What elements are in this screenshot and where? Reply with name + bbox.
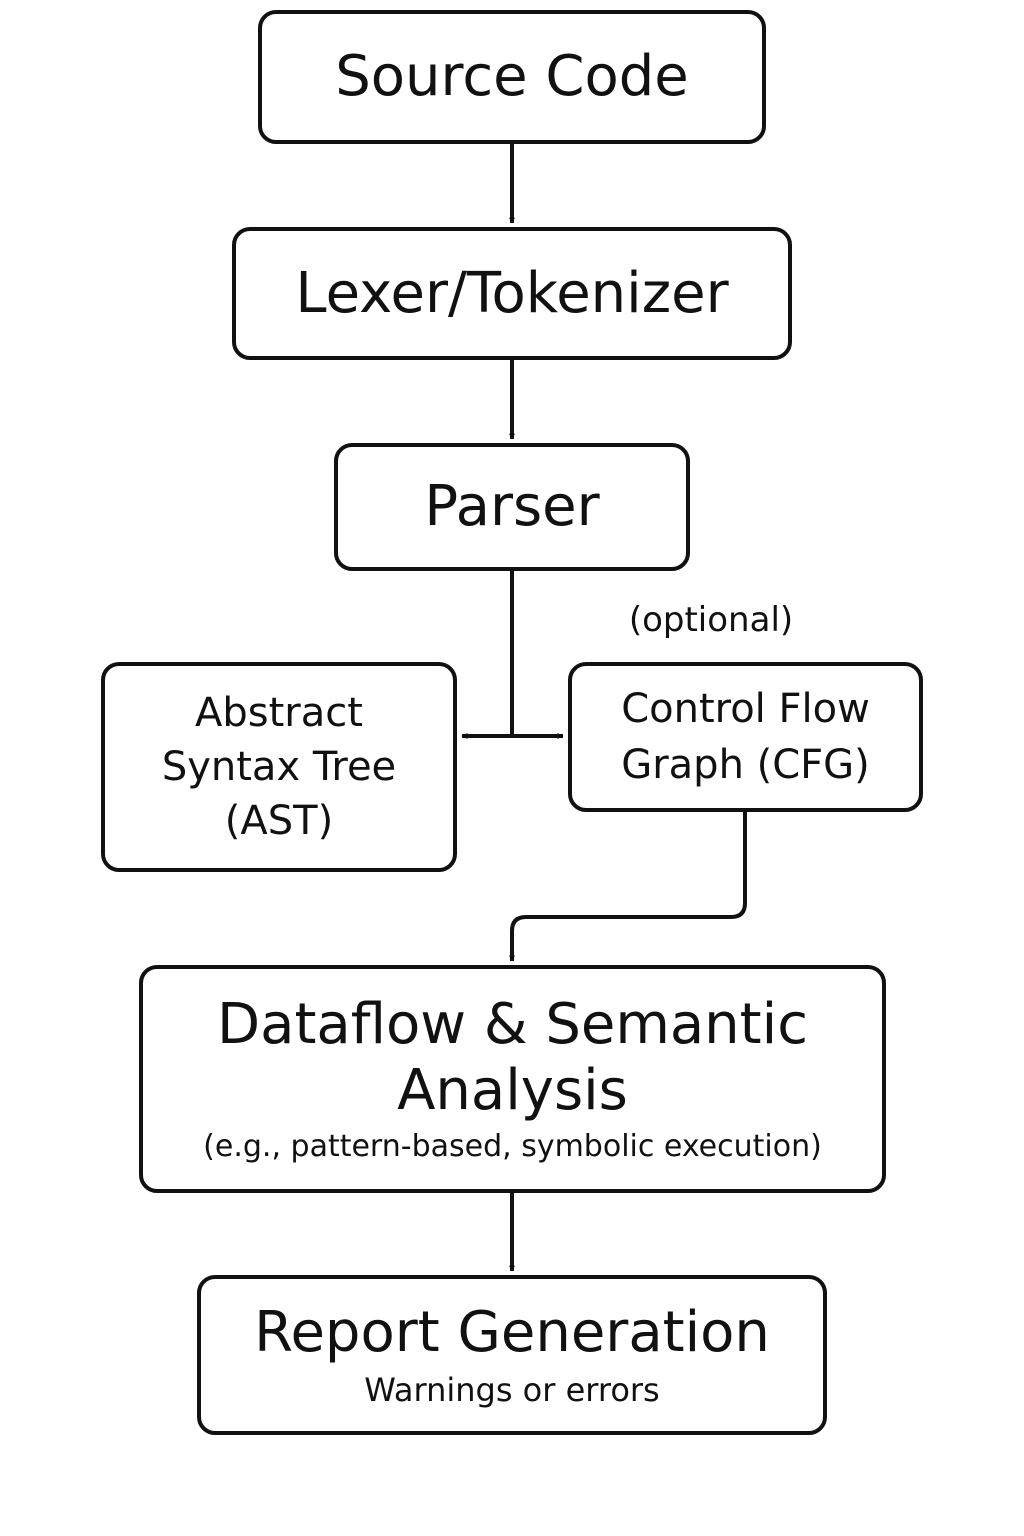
ast-label-line2: Syntax Tree (161, 744, 397, 790)
lexer-node: Lexer/Tokenizer (232, 227, 792, 360)
dataflow-subtitle: (e.g., pattern-based, symbolic execution… (203, 1129, 822, 1164)
cfg-label-line1: Control Flow (621, 686, 870, 732)
report-subtitle: Warnings or errors (364, 1371, 660, 1409)
report-title: Report Generation (254, 1300, 770, 1365)
source-code-node: Source Code (258, 10, 766, 144)
cfg-node: Control Flow Graph (CFG) (568, 662, 923, 812)
source-code-label: Source Code (335, 44, 689, 109)
report-node: Report Generation Warnings or errors (197, 1275, 827, 1435)
dataflow-label-line2: Analysis (397, 1058, 628, 1123)
ast-label-line3: (AST) (224, 798, 334, 844)
parser-label: Parser (424, 474, 600, 539)
parser-node: Parser (334, 443, 690, 571)
lexer-label: Lexer/Tokenizer (295, 260, 729, 326)
ast-label-line1: Abstract (195, 690, 363, 736)
optional-annotation: (optional) (628, 600, 794, 640)
dataflow-label-line1: Dataflow & Semantic (217, 992, 808, 1057)
dataflow-node: Dataflow & Semantic Analysis (e.g., patt… (139, 965, 886, 1193)
ast-node: Abstract Syntax Tree (AST) (101, 662, 457, 872)
cfg-label-line2: Graph (CFG) (621, 742, 870, 788)
arrow-cfg-to-dataflow (509, 812, 747, 962)
